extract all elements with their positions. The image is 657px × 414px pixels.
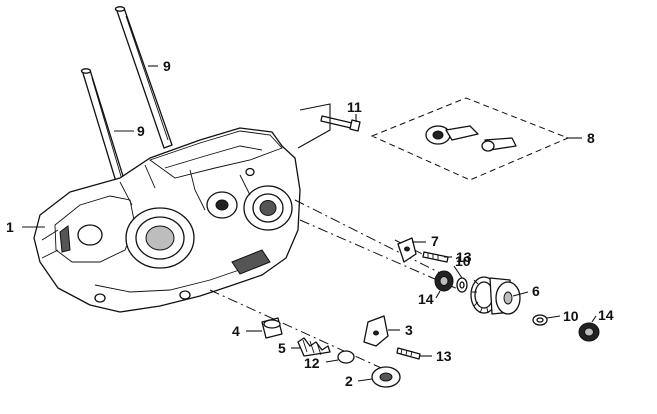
gear-part-6 (470, 276, 521, 315)
callout-8: 8 (587, 130, 595, 146)
callout-9-upper: 9 (163, 58, 171, 74)
washer-part-10-upper (456, 277, 468, 293)
callout-6: 6 (532, 283, 540, 299)
callout-9-lower: 9 (137, 123, 145, 139)
callout-7: 7 (431, 233, 439, 249)
callout-5: 5 (278, 340, 286, 356)
callout-3: 3 (405, 322, 413, 338)
subassembly-box-8 (370, 97, 570, 181)
needle-bearing-part-14-upper (434, 270, 454, 292)
washer-part-10-lower (532, 314, 548, 326)
axis-line-lower (209, 289, 391, 373)
bracket-part-7 (397, 237, 417, 263)
callout-10-lower: 10 (563, 308, 579, 324)
callout-2: 2 (345, 373, 353, 389)
callout-4: 4 (232, 323, 240, 339)
crankcase-left-half (33, 127, 301, 313)
callout-13-lower: 13 (436, 348, 452, 364)
o-ring-part-12 (337, 350, 355, 364)
callout-10-upper: 10 (455, 253, 471, 269)
stud-bolt-rear (114, 6, 173, 149)
bolt-part-13-lower (396, 347, 421, 360)
bolt-part-11 (320, 115, 361, 132)
needle-bearing-part-14-lower (578, 322, 600, 342)
axis-line-upper (294, 199, 451, 279)
callout-14-upper: 14 (418, 291, 434, 307)
callout-13-upper: 13 (456, 249, 472, 265)
callout-1: 1 (6, 219, 14, 235)
callout-11: 11 (347, 99, 362, 115)
callout-14-lower: 14 (598, 307, 614, 323)
plug-part-4 (261, 317, 283, 339)
bolt-part-13-upper (422, 251, 449, 263)
bracket-part-3 (363, 315, 389, 347)
spring-part-5 (297, 337, 331, 357)
axis-line-mid (299, 219, 461, 291)
cap-part-2 (371, 366, 401, 388)
shift-drum-part-8 (425, 125, 517, 152)
bracket-line-11 (297, 103, 331, 149)
callout-12: 12 (304, 355, 320, 371)
